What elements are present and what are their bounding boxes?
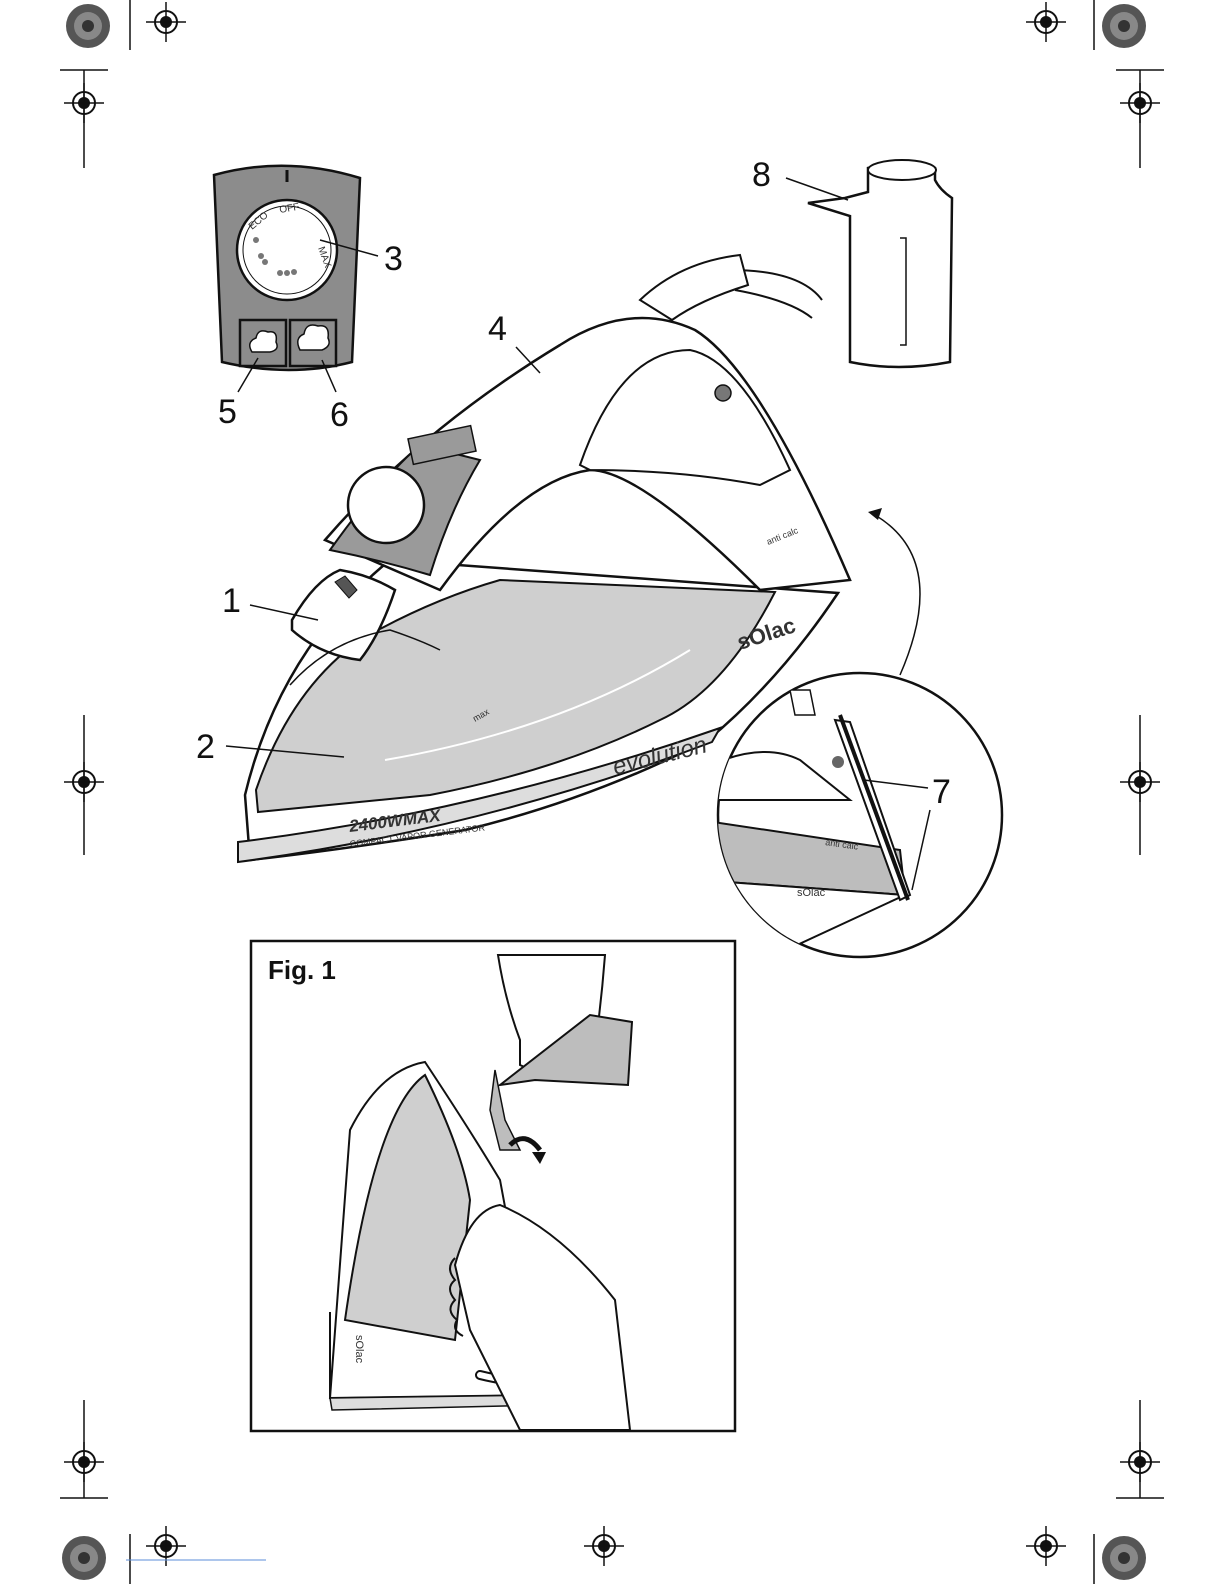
water-jug <box>786 160 952 367</box>
callout-2: 2 <box>196 728 215 766</box>
callout-6: 6 <box>330 396 349 434</box>
figure-title: Fig. 1 <box>268 955 336 986</box>
crosshair-target <box>584 1526 624 1566</box>
detail-arrow <box>875 515 920 675</box>
crosshair-target <box>64 1442 104 1482</box>
detail-brand-label: sOlac <box>797 887 826 899</box>
detail-circle: anti calc sOlac <box>700 673 1002 990</box>
crosshair-target <box>1120 762 1160 802</box>
figure-1-box: sOlac <box>251 941 735 1431</box>
callout-1: 1 <box>222 582 241 620</box>
control-panel-closeup: ECO OFF MAX <box>214 166 378 392</box>
callout-3: 3 <box>384 240 403 278</box>
cord-guard <box>640 255 748 320</box>
callout-7: 7 <box>932 773 951 811</box>
crosshair-target <box>1120 1442 1160 1482</box>
sunburst-mark-bottom-right <box>1102 1536 1146 1580</box>
callout-5: 5 <box>218 393 237 431</box>
iron-dial <box>348 467 424 543</box>
crosshair-target <box>1026 1526 1066 1566</box>
fig-iron-brand-label: sOlac <box>353 1335 365 1364</box>
callout-4: 4 <box>488 310 507 348</box>
crosshair-target <box>146 2 186 42</box>
crosshair-target <box>1026 2 1066 42</box>
sunburst-mark-bottom-left <box>62 1536 106 1580</box>
crosshair-target <box>1120 83 1160 123</box>
sunburst-mark-top-left <box>66 4 110 48</box>
crosshair-target <box>64 762 104 802</box>
sunburst-mark-top-right <box>1102 4 1146 48</box>
crosshair-target <box>64 83 104 123</box>
callout-8: 8 <box>752 156 771 194</box>
